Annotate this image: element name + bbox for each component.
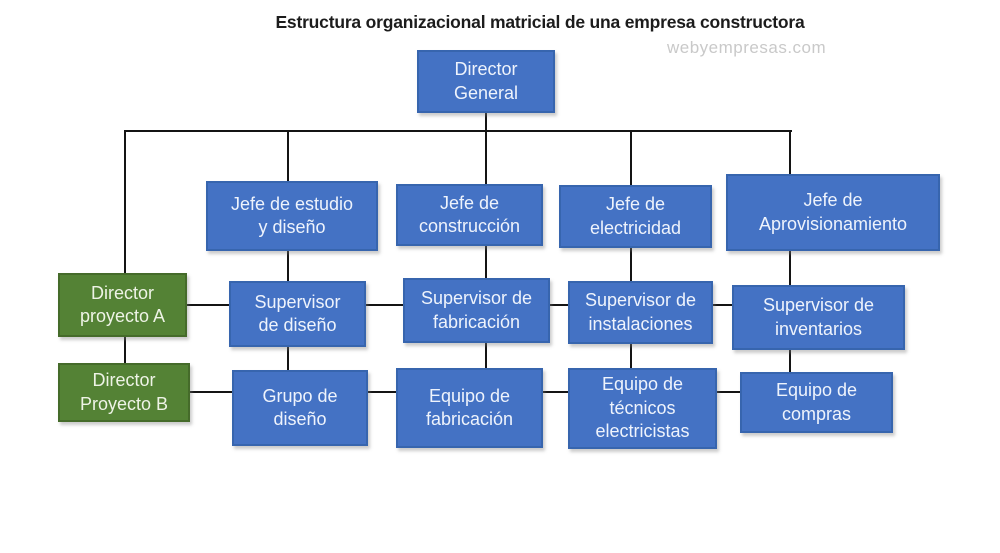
node-label-line: Supervisor de [420, 288, 533, 309]
node-label-line: proyecto A [79, 306, 166, 326]
node-label-line: de diseño [258, 315, 337, 335]
node-jefe-estudio-diseno: Jefe de estudio y diseño [206, 181, 378, 251]
node-label-line: Proyecto B [79, 393, 169, 414]
node-label-line: electricistas [595, 421, 690, 442]
node-director-proyecto-a: Director proyecto A [58, 273, 187, 337]
node-label-line: compras [781, 403, 852, 424]
node-label-line: Supervisor de [762, 295, 875, 316]
node-label-line: Equipo de [775, 380, 858, 401]
node-label-line: Aprovisionamiento [758, 213, 908, 234]
node-label-line: General [453, 82, 519, 103]
node-jefe-electricidad: Jefe de electricidad [559, 185, 712, 248]
node-equipo-fabricacion: Equipo de fabricación [396, 368, 543, 448]
watermark: webyempresas.com [667, 38, 827, 57]
node-equipo-compras: Equipo de compras [740, 372, 893, 433]
node-jefe-construccion: Jefe de construcción [396, 184, 543, 246]
node-label-line: Director [92, 370, 156, 391]
node-label-line: Director [90, 282, 154, 303]
node-label-line: técnicos [609, 397, 676, 418]
node-grupo-diseno: Grupo de diseño [232, 370, 368, 446]
node-supervisor-instalaciones: Supervisor de instalaciones [568, 281, 713, 344]
node-equipo-tecnicos-electricistas: Equipo de técnicos electricistas [568, 368, 717, 449]
node-label-line: instalaciones [588, 313, 693, 334]
connector-vertical-left-column [124, 130, 126, 363]
node-label-line: Jefe de [803, 190, 863, 211]
node-label-line: Equipo de [428, 385, 511, 406]
node-label-line: Grupo de [262, 385, 338, 406]
node-director-general: Director General [417, 50, 555, 113]
node-label-line: Director [454, 59, 518, 80]
node-supervisor-fabricacion: Supervisor de fabricación [403, 278, 550, 343]
node-label-line: fabricación [432, 311, 521, 332]
chart-title: Estructura organizacional matricial de u… [275, 12, 805, 32]
node-jefe-aprovisionamiento: Jefe de Aprovisionamiento [726, 174, 940, 251]
node-label-line: construcción [418, 216, 521, 236]
node-label-line: Equipo de [601, 374, 684, 395]
node-supervisor-inventarios: Supervisor de inventarios [732, 285, 905, 350]
node-label-line: Jefe de [605, 194, 666, 215]
connector-vertical-column-4 [789, 130, 791, 372]
node-label-line: Supervisor [254, 291, 341, 312]
connector-vertical-column-3 [630, 130, 632, 368]
node-director-proyecto-b: Director Proyecto B [58, 363, 190, 422]
node-label-line: Jefe de [439, 192, 500, 213]
node-label-line: y diseño [258, 217, 326, 237]
node-label-line: electricidad [589, 217, 682, 238]
node-label-line: Jefe de estudio [230, 193, 354, 214]
node-label-line: Supervisor de [584, 290, 697, 311]
node-supervisor-diseno: Supervisor de diseño [229, 281, 366, 347]
node-label-line: diseño [273, 409, 327, 429]
connector-top-horizontal [125, 130, 792, 132]
node-label-line: inventarios [774, 318, 863, 339]
node-label-line: fabricación [425, 409, 514, 429]
